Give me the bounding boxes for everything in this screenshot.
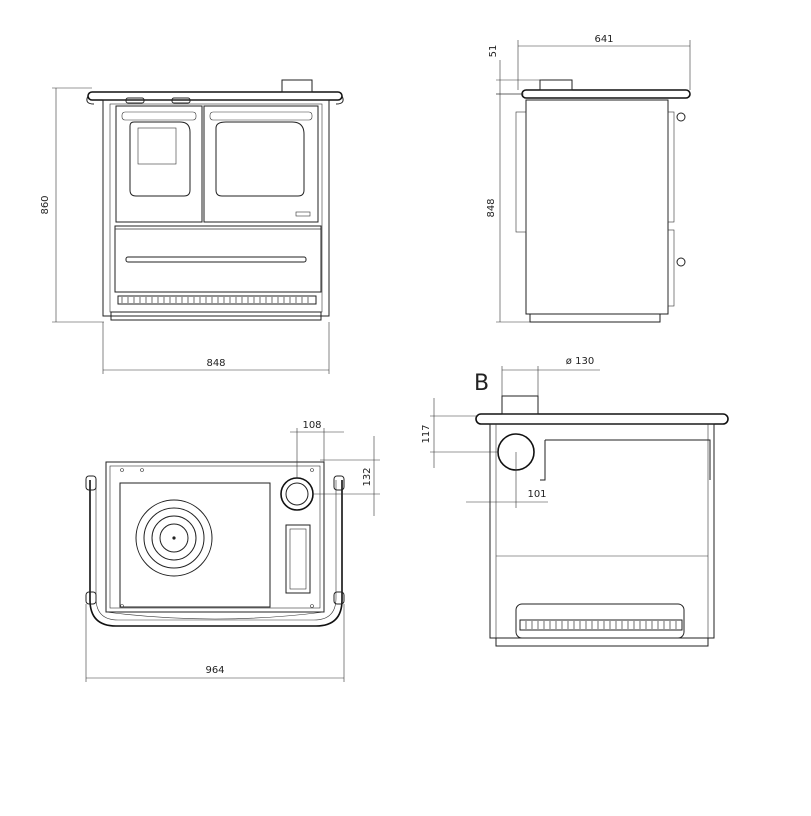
top-width-dimension: 964: [85, 604, 345, 682]
top-filling-hatch-inner: [289, 528, 307, 590]
top-width-dim-text: 964: [205, 665, 224, 676]
side-view: 641 51 848: [486, 34, 691, 323]
front-oven-window: [215, 121, 305, 197]
rear-body: [489, 423, 715, 639]
front-knob-left: [125, 97, 145, 104]
rear-ash-grille: [519, 619, 683, 631]
side-top-dim-text: 51: [488, 45, 499, 58]
side-depth-dimension: 641: [517, 34, 691, 90]
front-height-dim-text: 860: [40, 195, 51, 214]
rear-ash-pan: [515, 603, 685, 639]
front-width-dim-text: 848: [206, 358, 225, 369]
rear-top-rail: [475, 413, 729, 425]
front-view: 860 848: [40, 79, 344, 374]
top-handle-rail-inner: [95, 480, 337, 621]
front-firebox-handle: [121, 111, 197, 121]
front-firebox-door: [115, 105, 203, 223]
rear-flue-height-dimension: 117: [421, 398, 498, 468]
front-height-dimension: 860: [40, 87, 104, 323]
rear-flue-channel: [540, 439, 711, 481]
side-front-drawer-profile: [667, 229, 675, 307]
front-drawer: [114, 225, 322, 293]
rear-flue-collar: [501, 395, 539, 415]
top-flue-x-dim-text: 108: [302, 420, 321, 431]
rear-ash-grille-slots: [525, 621, 677, 629]
front-ash-grille: [117, 295, 317, 305]
top-bolts: [120, 468, 314, 608]
top-flue-x-dimension: 108: [290, 420, 344, 478]
side-drawer-knob: [676, 257, 686, 267]
front-flue-collar: [281, 79, 313, 93]
top-front-edge: [105, 611, 325, 620]
top-rail-mount-right: [333, 475, 345, 491]
side-depth-dim-text: 641: [594, 34, 613, 45]
rear-flue-diameter-dim-text: ø 130: [566, 356, 594, 367]
rear-flue-height-dim-text: 117: [421, 424, 432, 443]
top-rail-mount-left: [85, 475, 97, 491]
front-oven-door: [203, 105, 319, 223]
front-plinth: [110, 311, 322, 321]
front-brand-plate: [295, 211, 311, 217]
top-flue-y-dimension: 132: [314, 436, 380, 516]
top-flue-y-dim-text: 132: [362, 467, 373, 486]
front-width-dimension: 848: [102, 322, 330, 374]
front-firebox-glass: [137, 127, 177, 165]
side-front-door-profile: [667, 111, 675, 223]
front-knob-right: [171, 97, 191, 104]
front-body: [102, 99, 330, 317]
rear-flue-side-dimension: 101: [466, 452, 548, 508]
side-height-dimension: 848: [486, 93, 530, 323]
top-cooking-rings: [135, 499, 213, 577]
side-height-dim-text: 848: [486, 198, 497, 217]
rear-flue-side-dim-text: 101: [527, 489, 546, 500]
front-oven-handle: [209, 111, 313, 121]
top-hob-frame-inner: [109, 465, 321, 609]
side-plinth: [529, 313, 661, 323]
top-view: 964 108 132: [85, 420, 380, 682]
rear-flue-diameter-dimension: ø 130: [501, 356, 600, 396]
front-firebox-window: [129, 121, 191, 197]
top-hob-frame: [105, 461, 325, 613]
front-drawer-handle: [125, 256, 307, 263]
front-rail-right-end: [335, 95, 344, 105]
top-rail-mount-right-front: [333, 591, 345, 605]
top-cooking-plate: [119, 482, 271, 608]
side-flue-collar: [539, 79, 573, 91]
rear-view: B ø 130: [421, 356, 729, 647]
rear-view-label: B: [474, 371, 489, 396]
rear-plinth: [495, 637, 709, 647]
front-rail-left-end: [86, 95, 95, 105]
side-rear-panel: [515, 111, 527, 233]
top-rail-mount-left-front: [85, 591, 97, 605]
side-door-knob: [676, 112, 686, 122]
side-top-dimension: 51: [488, 45, 542, 95]
front-ash-grille-slots: [121, 297, 309, 303]
side-top-rail: [521, 89, 691, 99]
top-handle-rail: [89, 480, 343, 627]
side-body: [525, 99, 669, 315]
top-filling-hatch: [285, 524, 311, 594]
top-flue-inner: [285, 482, 309, 506]
